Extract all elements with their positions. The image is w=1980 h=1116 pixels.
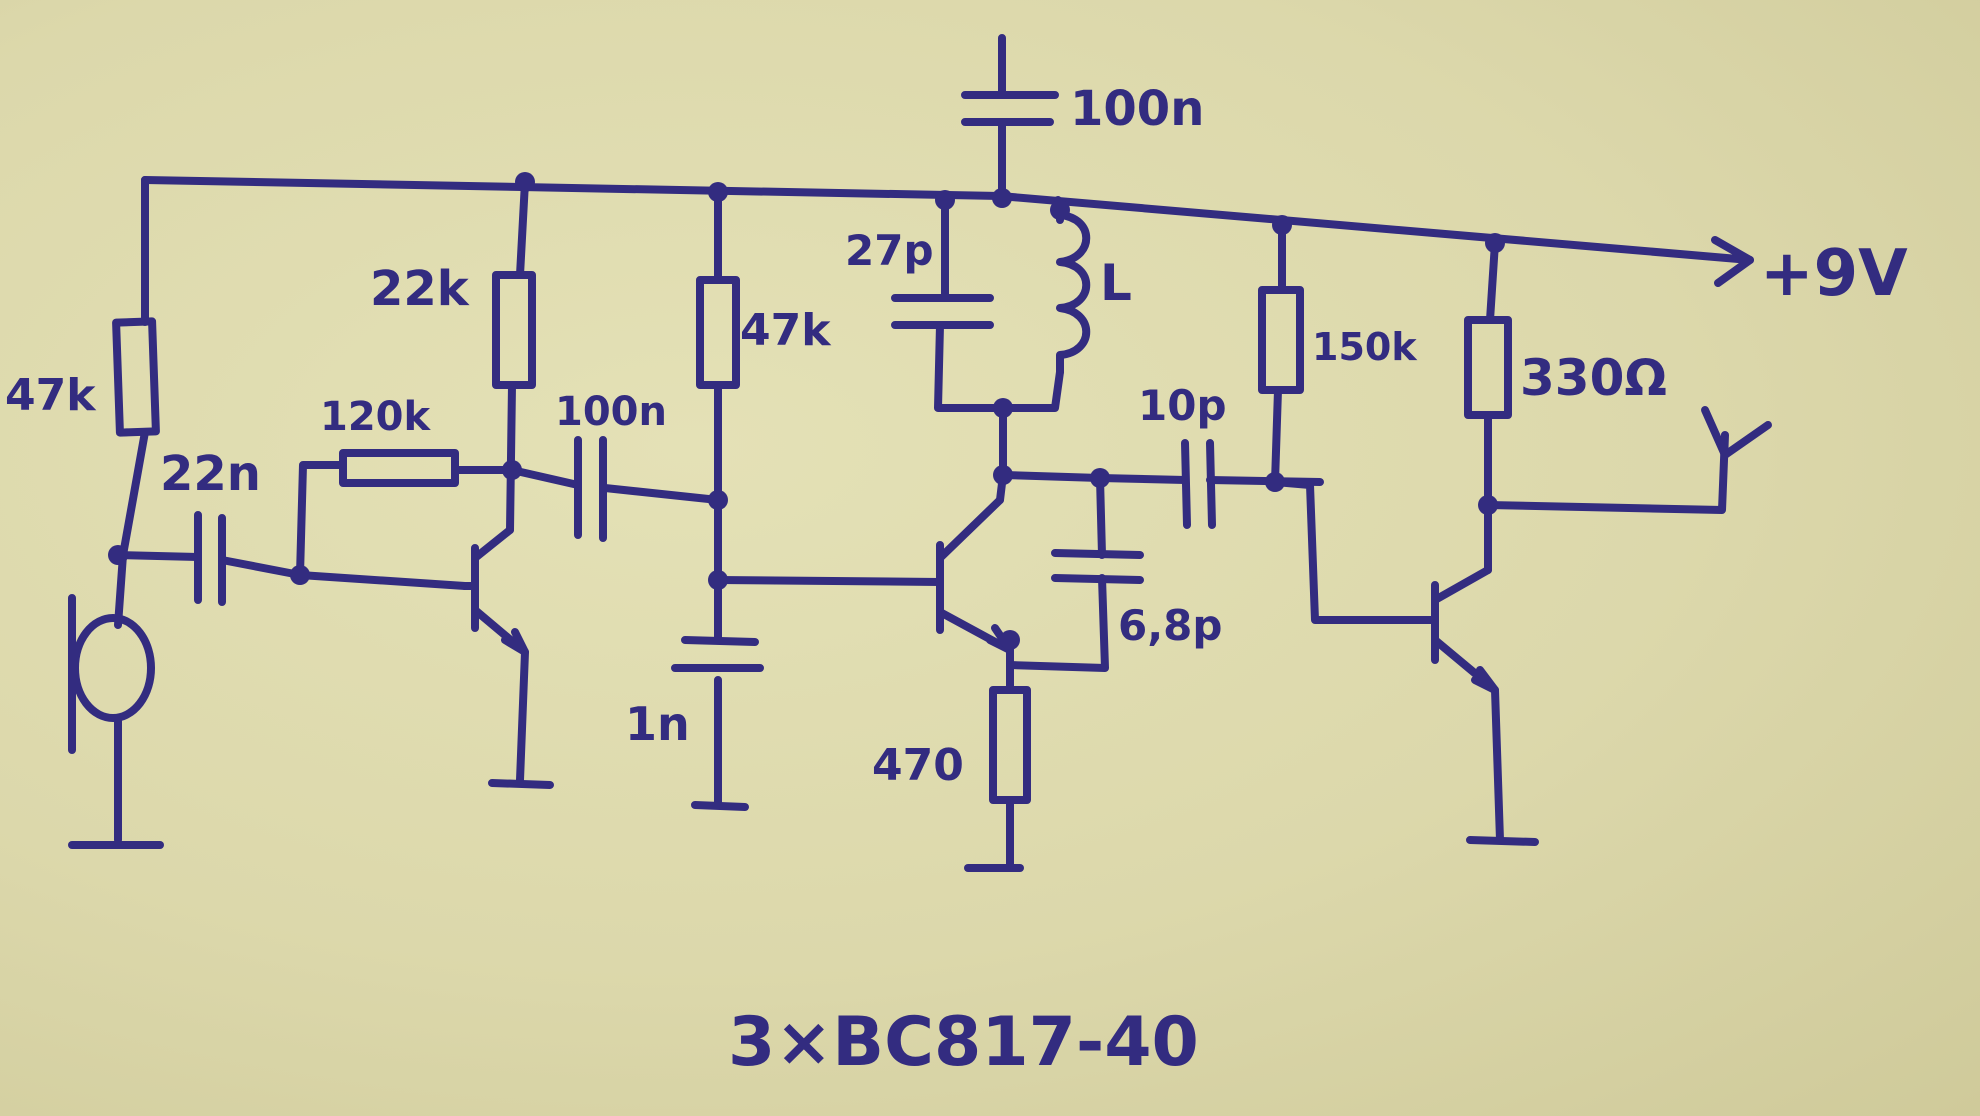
feedback2-capacitor: [1051, 549, 1144, 584]
transistor-q1: [461, 526, 529, 784]
feedback-resistor: [339, 449, 459, 487]
label-r-collector3: 330Ω: [1520, 349, 1667, 407]
label-r-base2: 47k: [740, 305, 832, 356]
base3-resistor: [1258, 286, 1304, 394]
base2-ground: [691, 801, 749, 811]
label-c-coupling: 100n: [555, 389, 667, 435]
collector3-resistor: [1464, 316, 1512, 419]
label-r-base3: 150k: [1312, 325, 1417, 369]
label-c-input: 22n: [160, 446, 261, 502]
coupling-capacitor: [574, 436, 607, 542]
label-supply: +9V: [1760, 237, 1908, 311]
label-c-feedback2: 6,8p: [1118, 601, 1222, 650]
label-c-output: 10p: [1138, 381, 1227, 430]
collector3-wire: [1484, 239, 1499, 574]
supply-capacitor: [961, 91, 1059, 126]
label-r-feedback: 120k: [320, 394, 431, 440]
label-c-base2: 1n: [625, 697, 690, 751]
coupling-wire: [508, 466, 722, 504]
output-capacitor: [1181, 439, 1216, 529]
input-capacitor: [194, 511, 226, 606]
q1-ground: [488, 779, 554, 789]
label-r-collector1: 22k: [370, 261, 470, 317]
label-transistors: 3×BC817-40: [728, 1003, 1199, 1082]
label-c-tank: 27p: [845, 226, 934, 275]
junction-dots: [108, 172, 1505, 650]
q2-collector-wire: [996, 404, 1007, 504]
mic-bias-resistor: [112, 317, 160, 437]
label-r-emitter2: 470: [872, 740, 964, 791]
label-inductor: L: [1100, 254, 1132, 312]
tank-capacitor: [891, 294, 994, 329]
antenna-wire: [1484, 431, 1729, 514]
label-c-supply: 100n: [1070, 81, 1204, 137]
microphone-icon: [68, 594, 155, 844]
base2-resistor: [696, 276, 740, 389]
emitter2-resistor: [989, 686, 1031, 804]
collector1-wire: [506, 178, 529, 534]
base2-capacitor: [671, 636, 764, 672]
collector1-resistor: [492, 271, 536, 389]
inductor-coil: [1056, 211, 1091, 376]
label-r-mic-bias: 47k: [5, 370, 97, 421]
q2-base-wire: [714, 576, 944, 586]
base3-bias-wire: [1271, 226, 1439, 624]
q3-ground: [1466, 836, 1539, 846]
transistor-q3: [1431, 566, 1504, 844]
antenna-icon: [1701, 406, 1772, 459]
transistor-q2: [936, 496, 1014, 692]
supply-arrow: [1711, 236, 1754, 287]
